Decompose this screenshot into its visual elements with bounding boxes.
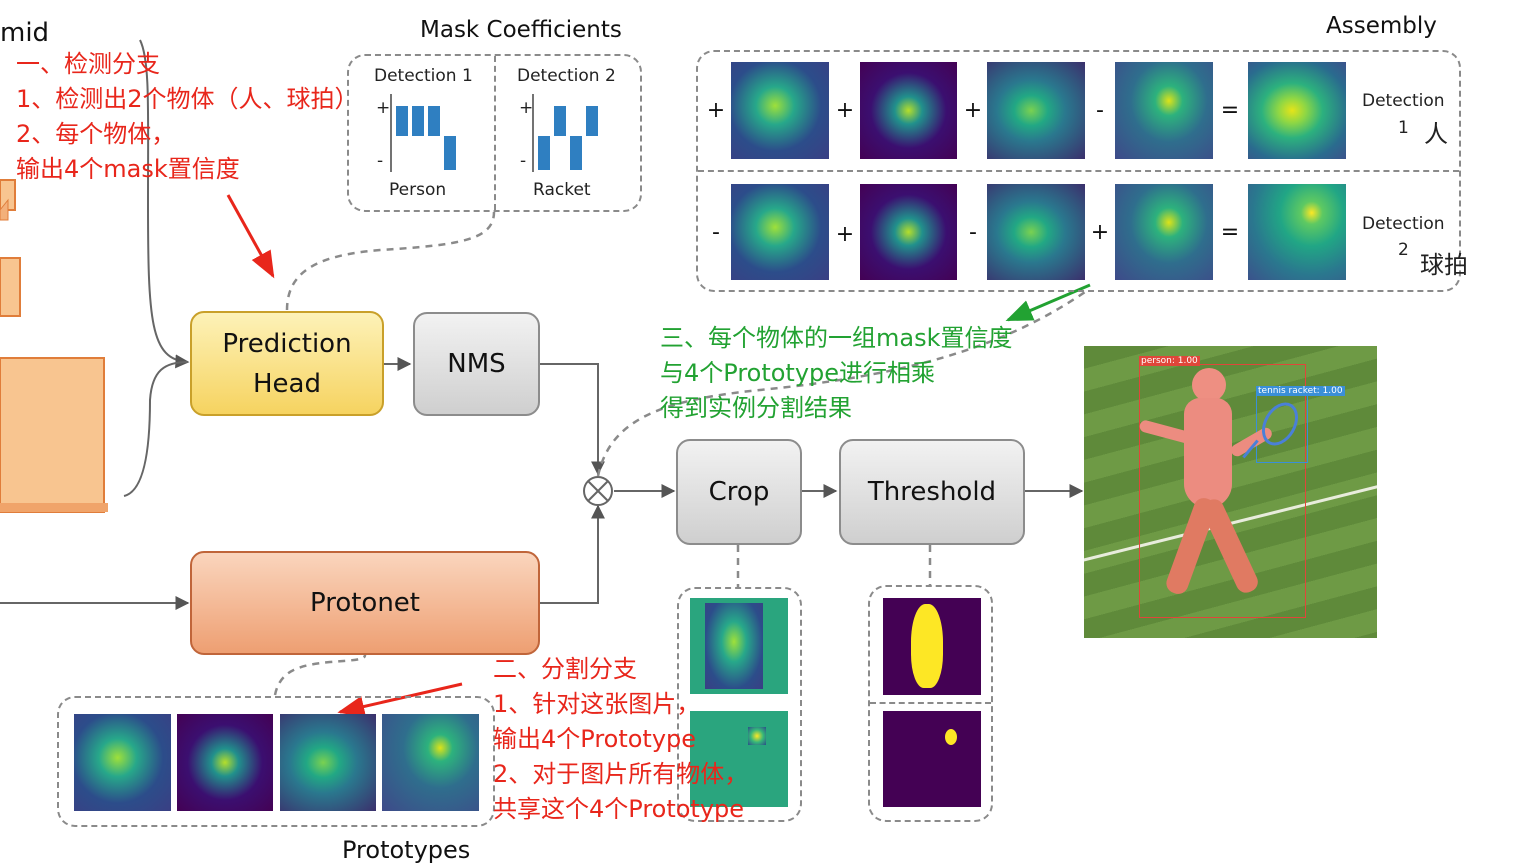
assembly-row2-op-2: +: [835, 222, 855, 247]
assembly-row2-result: [1248, 184, 1346, 280]
threshold-output-panel: [868, 585, 993, 822]
coefficient-chart-detection-2: [532, 94, 598, 172]
assembly-row2-prototype-4: [1115, 184, 1213, 280]
assembly-row2-op-1: -: [712, 220, 720, 245]
seg-branch-line-3: 输出4个Prototype: [493, 725, 697, 753]
segmentation-branch-note: 二、分割分支 1、针对这张图片， 输出4个Prototype 2、对于图片所有物…: [493, 652, 748, 827]
coeff-bar-1: [396, 106, 408, 136]
coeff-bar-2: [412, 106, 424, 136]
assembly-divider: [698, 170, 1459, 172]
assembly-row1-op-3: +: [963, 98, 983, 123]
assembly-panel: [696, 50, 1461, 292]
coeff-2-plus: +: [519, 98, 534, 118]
assembly-row1-prototype-1: [731, 62, 829, 159]
assembly-row2-op-4: +: [1090, 220, 1110, 245]
segmentation-result-image: person: 1.00 tennis racket: 1.00: [1084, 346, 1377, 638]
coeff-bar-4: [444, 136, 456, 170]
prototypes-panel: [57, 696, 495, 827]
feature-pyramid: [0, 179, 108, 513]
assembly-row1-op-2: +: [835, 98, 855, 123]
assembly-row2-prototype-2: [860, 184, 957, 280]
combine-note: 三、每个物体的一组mask置信度 与4个Prototype进行相乘 得到实例分割…: [660, 321, 1013, 426]
detection-1-label: Detection 1: [374, 66, 473, 86]
prototype-1: [74, 714, 171, 811]
crop-output-racket: [690, 711, 788, 807]
assembly-row2-cn-label: 球拍: [1420, 251, 1468, 279]
coeff-bar-2: [554, 106, 566, 136]
threshold-box: Threshold: [839, 439, 1025, 545]
assembly-row2-detection: Detection: [1362, 214, 1445, 234]
crop-box: Crop: [676, 439, 802, 545]
assembly-row2-prototype-3: [987, 184, 1085, 280]
assembly-row1-op-4: -: [1096, 98, 1104, 123]
pyramid-title-fragment: mid: [0, 18, 50, 48]
prediction-head-box: Prediction Head: [190, 311, 384, 416]
detection-2-label: Detection 2: [517, 66, 616, 86]
coeff-bar-1: [538, 136, 550, 170]
prototype-4: [382, 714, 479, 811]
assembly-row1-result: [1248, 62, 1346, 159]
coefficient-chart-detection-1: [390, 94, 456, 172]
coeff-bar-3: [428, 106, 440, 136]
coeff-1-minus: -: [377, 151, 384, 171]
crop-output-person: [690, 598, 788, 694]
combine-line-3: 得到实例分割结果: [660, 394, 852, 422]
combine-line-2: 与4个Prototype进行相乘: [660, 359, 936, 387]
prototype-3: [280, 714, 376, 811]
racket-class-label: Racket: [533, 180, 591, 200]
protonet-box: Protonet: [190, 551, 540, 655]
seg-branch-line-4: 2、对于图片所有物体，: [493, 760, 749, 788]
assembly-row2-op-3: -: [969, 220, 977, 245]
assembly-row2-prototype-1: [731, 184, 829, 280]
threshold-output-divider: [870, 702, 991, 704]
prototypes-label: Prototypes: [342, 836, 471, 864]
seg-branch-line-5: 共享这个4个Prototype: [493, 795, 745, 823]
combine-line-1: 三、每个物体的一组mask置信度: [660, 324, 1013, 352]
assembly-row1-number: 1: [1398, 118, 1409, 138]
detection-branch-line-2: 1、检测出2个物体（人、球拍）: [16, 85, 359, 113]
person-class-label: Person: [389, 180, 447, 200]
assembly-row1-prototype-3: [987, 62, 1085, 159]
coeff-bar-3: [570, 136, 582, 170]
person-bounding-box: [1139, 364, 1306, 618]
assembly-row1-op-1: +: [706, 98, 726, 123]
assembly-row1-detection: Detection: [1362, 91, 1445, 111]
detection-branch-note: 一、检测分支 1、检测出2个物体（人、球拍） 2、每个物体， 输出4个mask置…: [16, 47, 359, 187]
seg-branch-line-2: 1、针对这张图片，: [493, 690, 701, 718]
coeff-1-plus: +: [376, 98, 391, 118]
mask-coefficients-title: Mask Coefficients: [420, 17, 622, 43]
mask-coefficients-divider: [494, 56, 496, 210]
coeff-bar-4: [586, 106, 598, 136]
assembly-row1-prototype-4: [1115, 62, 1213, 159]
assembly-row2-number: 2: [1398, 240, 1409, 260]
prototype-2: [177, 714, 273, 811]
threshold-output-racket: [883, 711, 981, 807]
assembly-title: Assembly: [1326, 13, 1437, 39]
nms-box: NMS: [413, 312, 540, 416]
crop-output-panel: [677, 587, 802, 822]
assembly-row1-op-5: =: [1220, 98, 1240, 123]
coeff-2-minus: -: [520, 151, 527, 171]
racket-detection-label: tennis racket: 1.00: [1256, 386, 1345, 396]
red-annotation-arrows: [226, 194, 463, 718]
multiply-operator: [583, 476, 613, 506]
detection-branch-line-4: 输出4个mask置信度: [16, 155, 240, 183]
threshold-output-person: [883, 598, 981, 695]
detection-branch-line-1: 一、检测分支: [16, 50, 160, 78]
mask-coefficients-panel: [347, 54, 642, 212]
detection-branch-line-3: 2、每个物体，: [16, 120, 176, 148]
person-detection-label: person: 1.00: [1139, 356, 1200, 366]
seg-branch-line-1: 二、分割分支: [493, 655, 637, 683]
assembly-row1-prototype-2: [860, 62, 957, 159]
assembly-row1-cn-label: 人: [1424, 120, 1448, 148]
assembly-row2-op-5: =: [1220, 220, 1240, 245]
